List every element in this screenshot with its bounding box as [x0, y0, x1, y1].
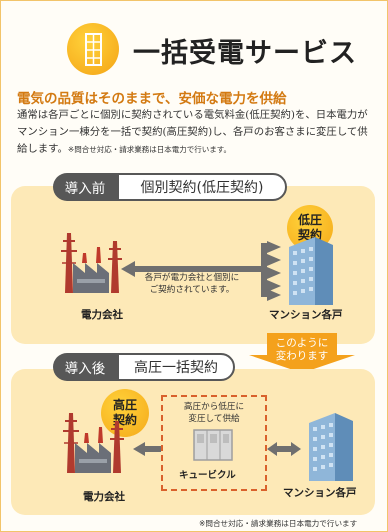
after-tab-value: 高圧一括契約	[117, 353, 235, 381]
individual-supply-arrows	[121, 241, 281, 301]
high-voltage-supply-arrow	[133, 442, 185, 456]
before-center-text: 各戸が電力会社と個別に ご契約されています。	[144, 273, 240, 295]
power-company-factory-icon	[61, 233, 122, 293]
cubicle-icon	[193, 429, 233, 461]
after-residence-label: マンション各戸	[283, 487, 357, 499]
apartment-building-icon	[289, 237, 333, 305]
logo-badge	[67, 23, 119, 75]
footer-note: ※問合せ対応・請求業務は日本電力で行います	[199, 519, 358, 528]
after-tab-label: 導入後	[53, 353, 117, 381]
description: 通常は各戸ごとに個別に契約されている電気料金(低圧契約)を、日本電力がマンション…	[17, 107, 377, 158]
cubicle-text: 高圧から低圧に 変圧して供給	[183, 402, 245, 424]
before-tab-value: 個別契約(低圧契約)	[117, 173, 287, 201]
after-company-label: 電力会社	[83, 491, 125, 503]
subtitle: 電気の品質はそのままで、安価な電力を供給	[17, 91, 287, 107]
low-voltage-badge: 低圧 契約	[287, 205, 333, 251]
cubicle-label: キュービクル	[179, 470, 236, 481]
before-company-label: 電力会社	[81, 309, 123, 321]
low-voltage-supply-arrow	[267, 442, 301, 456]
apartment-building-icon	[309, 413, 353, 481]
before-residence-label: マンション各戸	[269, 309, 343, 321]
high-voltage-badge: 高圧 契約	[101, 389, 149, 437]
transition-arrow	[249, 333, 355, 373]
description-main: 通常は各戸ごとに個別に契約されている電気料金(低圧契約)を、日本電力がマンション…	[17, 109, 368, 155]
before-tab-label: 導入前	[53, 173, 117, 201]
transition-label: このように 変わります	[275, 337, 329, 362]
page-title: 一括受電サービス	[133, 38, 357, 69]
power-company-factory-icon	[63, 413, 124, 473]
building-power-icon	[85, 33, 102, 66]
description-note: ※問合せ対応・請求業務は日本電力で行います。	[67, 145, 231, 154]
